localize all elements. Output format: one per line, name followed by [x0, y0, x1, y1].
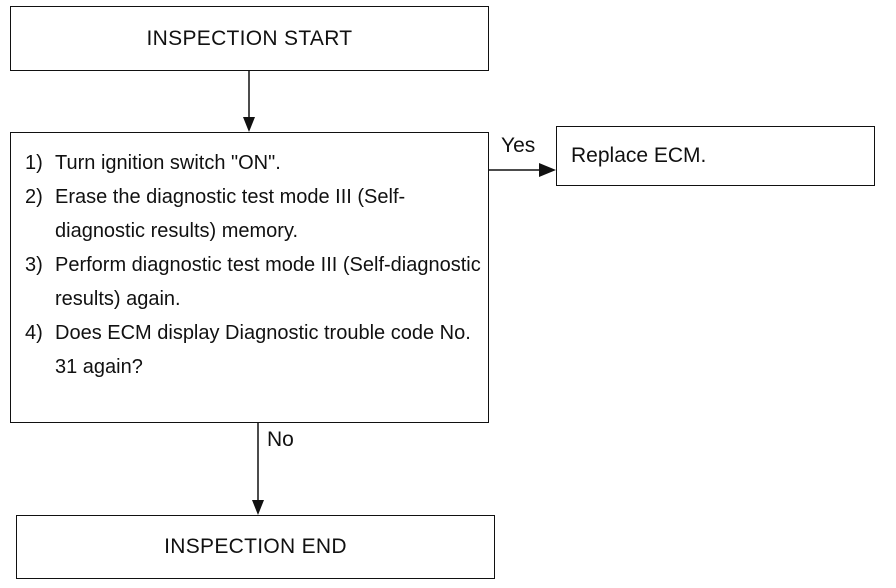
no-branch-label: No — [267, 428, 294, 451]
yes-arrow — [489, 163, 556, 177]
step-number: 4) — [25, 322, 43, 344]
step-number: 1) — [25, 152, 43, 174]
yes-branch-label: Yes — [501, 134, 536, 157]
diagnostic-step: 4) Does ECM display Diagnostic trouble c… — [25, 316, 488, 384]
diagnostic-step: 3) Perform diagnostic test mode III (Sel… — [25, 248, 488, 316]
inspection-end-label: INSPECTION END — [164, 535, 347, 558]
step-number: 2) — [25, 186, 43, 208]
inspection-start-label: INSPECTION START — [146, 26, 353, 50]
step-text: Perform diagnostic test mode III (Self-d… — [55, 254, 481, 310]
inspection-end-box: INSPECTION END — [16, 515, 495, 579]
diagnostic-step: 1) Turn ignition switch "ON". — [25, 146, 488, 180]
step-text: Does ECM display Diagnostic trouble code… — [55, 322, 471, 378]
step-text: Turn ignition switch "ON". — [55, 152, 281, 174]
step-number: 3) — [25, 254, 43, 276]
start-to-check-arrow — [243, 71, 255, 132]
inspection-start-box: INSPECTION START — [10, 6, 489, 71]
diagnostic-step: 2) Erase the diagnostic test mode III (S… — [25, 180, 488, 248]
step-text: Erase the diagnostic test mode III (Self… — [55, 186, 406, 242]
no-arrow — [252, 423, 264, 515]
diagnostic-check-box: 1) Turn ignition switch "ON". 2) Erase t… — [10, 132, 489, 423]
replace-ecm-label: Replace ECM. — [571, 144, 707, 167]
replace-ecm-box: Replace ECM. — [556, 126, 875, 186]
diagnostic-steps-list: 1) Turn ignition switch "ON". 2) Erase t… — [25, 146, 488, 384]
